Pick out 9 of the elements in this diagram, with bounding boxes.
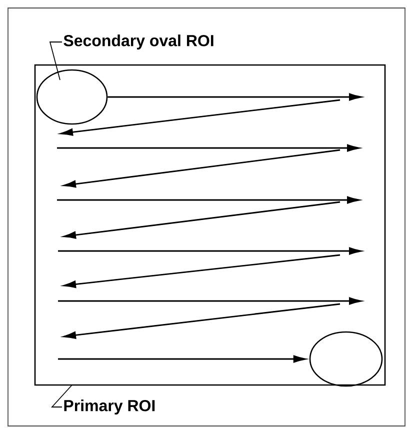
leader-line (50, 384, 72, 408)
arrow (108, 93, 362, 101)
oval-region (309, 331, 383, 387)
arrow (58, 355, 306, 363)
label-text: Secondary oval ROI (64, 34, 214, 50)
oval-region (36, 69, 108, 125)
leader-line (49, 42, 62, 80)
label-text: Primary ROI (64, 400, 155, 414)
region-rectangle (34, 64, 386, 386)
